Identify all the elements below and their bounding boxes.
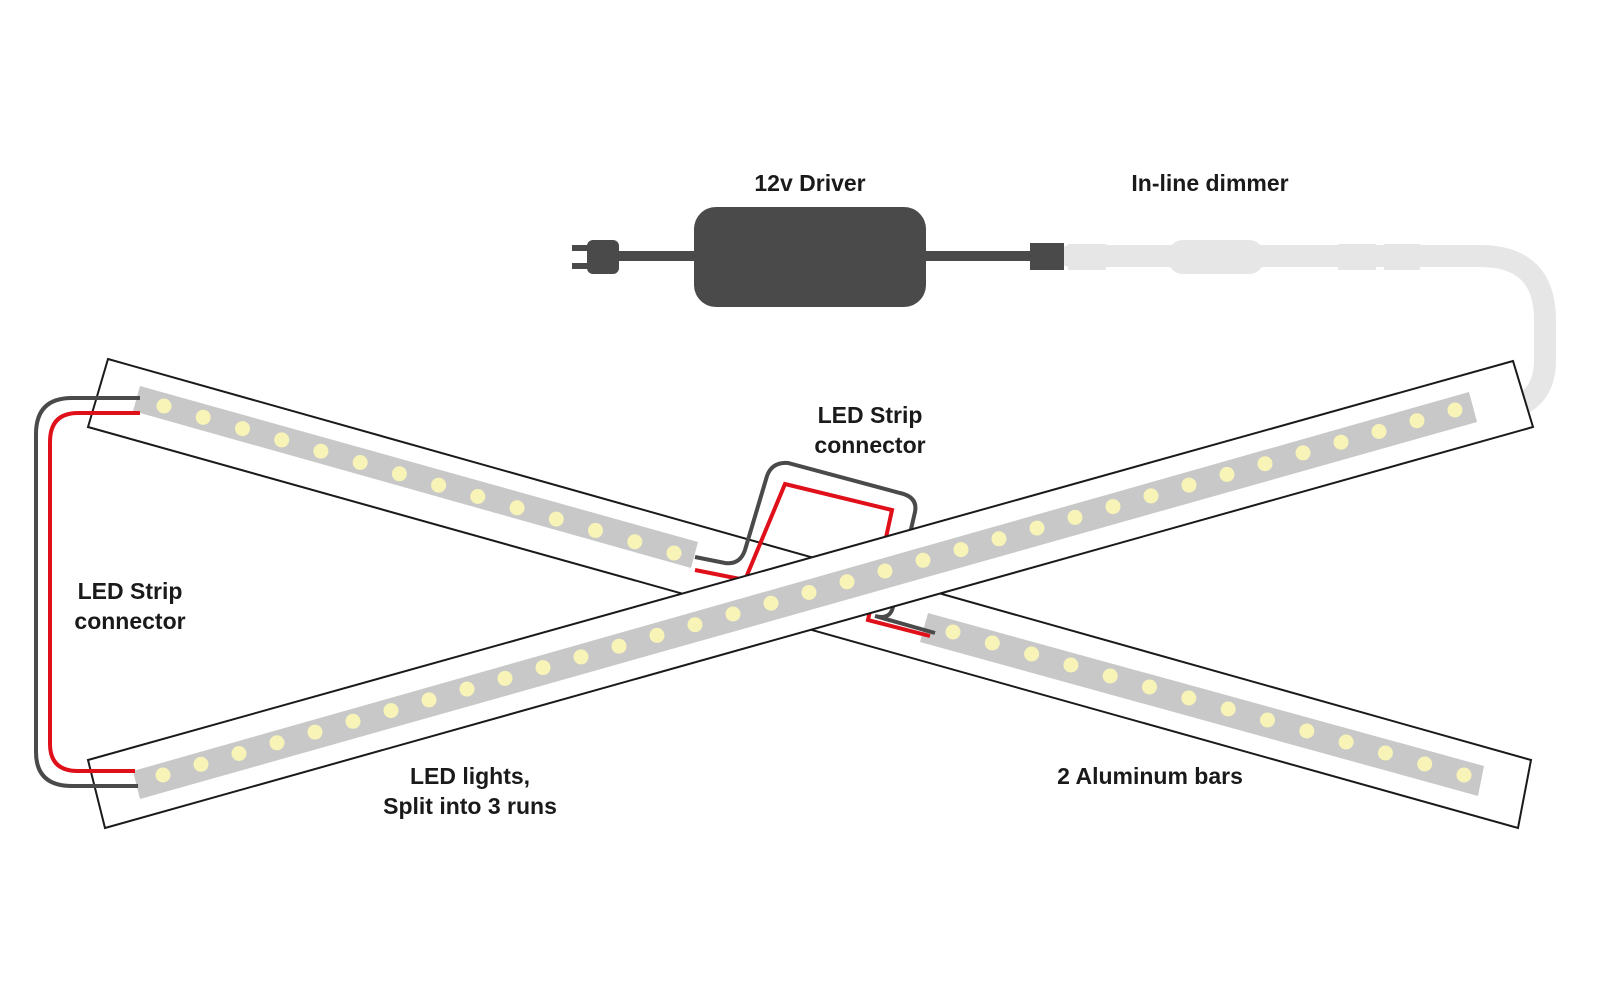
aluminum-bars-label: 2 Aluminum bars (1057, 763, 1243, 789)
run-3-led (1371, 424, 1387, 439)
driver-output-plug (1030, 243, 1064, 270)
run-2-led (1063, 657, 1079, 673)
dimmer-body (1168, 240, 1264, 274)
run-2-led (1456, 767, 1472, 783)
led-lights-label: LED lights, Split into 3 runs (340, 761, 600, 821)
run-3-led (1143, 488, 1159, 504)
run-3-led (649, 627, 665, 643)
run-3-led (1447, 402, 1463, 418)
run-2-led (1299, 723, 1315, 739)
led-run-3-dots (155, 402, 1463, 783)
ac-plug-icon (572, 240, 619, 274)
run-3-led (1257, 456, 1273, 472)
run-1-led (391, 466, 407, 482)
run-2-led (1024, 646, 1040, 662)
dimmer-plug-right-b (1384, 244, 1420, 270)
run-1-led (195, 409, 211, 425)
led-strip-run-1 (133, 386, 698, 568)
run-3-led (421, 692, 437, 708)
run-3-led (1333, 434, 1349, 450)
led-lights-label-line1: LED lights, (409, 763, 531, 789)
run-3-led (269, 735, 285, 751)
run-3-led (1409, 413, 1425, 429)
run-3-led (991, 531, 1007, 547)
run-3-led (345, 713, 361, 729)
middle-connector-black-wire (694, 460, 936, 635)
run-2-led (1377, 745, 1393, 761)
run-3-led (1219, 466, 1235, 482)
run-2-led (1181, 690, 1197, 706)
run-3-led (801, 585, 817, 600)
run-1-led (588, 522, 603, 538)
run-3-led (687, 617, 703, 633)
connector-label-top: LED Strip connector (760, 400, 980, 460)
run-3-led (763, 595, 779, 611)
led-strip-run-2 (920, 613, 1484, 796)
run-3-led (459, 681, 475, 697)
run-2-led (1417, 756, 1433, 772)
run-1-led (156, 398, 172, 414)
run-3-led (1295, 445, 1311, 461)
led-run-2-dots (945, 624, 1472, 783)
run-3-led (383, 703, 399, 719)
connector-label-left-line2: connector (74, 608, 186, 634)
left-connector-black-wire (34, 396, 140, 788)
run-3-led (877, 563, 893, 579)
run-3-led (1181, 477, 1197, 493)
run-1-led (666, 545, 682, 561)
connector-label-left: LED Strip connector (30, 576, 230, 636)
run-3-led (535, 660, 551, 676)
run-2-led (1142, 679, 1157, 695)
driver-body (694, 207, 926, 307)
run-1-led (627, 534, 643, 550)
run-2-led (1338, 734, 1354, 750)
led-run-1-dots (156, 398, 682, 561)
run-3-led (1067, 509, 1083, 525)
run-2-led (984, 635, 1000, 651)
run-1-led (470, 489, 486, 504)
connector-label-top-line2: connector (814, 432, 926, 458)
run-3-led (155, 767, 171, 783)
dimmer-plug-right-a (1338, 244, 1376, 270)
run-3-led (839, 574, 855, 590)
run-3-led (611, 638, 627, 654)
run-3-led (307, 724, 323, 740)
run-2-led (1220, 701, 1236, 717)
run-2-led (1102, 668, 1118, 684)
run-1-led (509, 500, 525, 516)
run-3-led (231, 746, 247, 761)
run-3-led (725, 606, 741, 622)
left-connector-red-wire (48, 411, 140, 773)
run-1-led (548, 511, 564, 527)
dimmer-plug-left (1068, 244, 1106, 270)
run-3-led (193, 756, 209, 772)
run-3-led (1105, 499, 1121, 515)
run-3-led (497, 670, 513, 686)
run-3-led (1029, 520, 1045, 536)
driver-label: 12v Driver (754, 170, 866, 196)
run-1-led (431, 477, 447, 493)
run-3-led (573, 649, 589, 665)
run-2-led (1260, 712, 1275, 728)
dimmer-label: In-line dimmer (1131, 170, 1289, 196)
run-1-led (352, 455, 368, 470)
run-3-led (953, 542, 969, 558)
connector-label-left-line1: LED Strip (77, 578, 183, 604)
run-3-led (915, 552, 931, 568)
led-lights-label-line2: Split into 3 runs (383, 793, 557, 819)
run-1-led (313, 443, 329, 459)
run-2-led (945, 624, 961, 640)
connector-label-top-line1: LED Strip (817, 402, 923, 428)
run-1-led (235, 421, 250, 437)
run-1-led (274, 432, 290, 448)
